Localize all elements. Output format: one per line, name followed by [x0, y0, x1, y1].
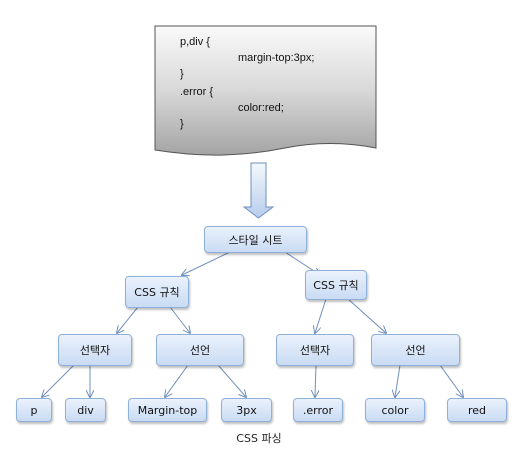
selector-right-node: 선택자 [276, 334, 354, 366]
edge-declaration-right-to-color [395, 364, 401, 397]
code-document-shape [154, 25, 377, 156]
leaf-red-node: red [447, 398, 507, 422]
stylesheet-root-node: 스타일 시트 [204, 226, 307, 253]
css-rule-left-node: CSS 규칙 [125, 276, 189, 308]
edge-rule-left-to-declaration [169, 306, 190, 333]
code-line-5: color:red; [238, 102, 284, 114]
edge-declaration-left-to-margin-top [165, 364, 189, 397]
declaration-right-node: 선언 [371, 334, 460, 366]
edge-selector-right-to-error [315, 364, 316, 397]
declaration-left-node: 선언 [156, 334, 244, 366]
edge-selector-left-to-p [42, 364, 75, 397]
down-arrow-icon [242, 162, 275, 219]
code-line-6: } [180, 118, 184, 130]
leaf-p-node: p [16, 398, 52, 422]
edge-root-to-rule-left [182, 251, 231, 275]
diagram-caption: CSS 파싱 [236, 432, 282, 445]
edge-rule-right-to-declaration [347, 298, 386, 333]
code-line-1: p,div { [180, 36, 210, 48]
leaf-div-node: div [65, 398, 106, 422]
leaf-margin-top-node: Margin-top [128, 398, 207, 422]
edge-declaration-left-to-3px [217, 364, 246, 397]
code-line-3: } [180, 68, 184, 80]
edge-rule-right-to-selector [315, 298, 327, 333]
code-line-4: .error { [180, 86, 214, 98]
leaf-color-node: color [365, 398, 425, 422]
leaf-error-node: .error [293, 398, 343, 422]
edge-declaration-right-to-red [439, 364, 463, 397]
selector-left-node: 선택자 [58, 334, 132, 366]
css-rule-right-node: CSS 규칙 [305, 270, 367, 300]
leaf-3px-node: 3px [221, 398, 272, 422]
edge-rule-left-to-selector [117, 306, 139, 333]
code-line-2: margin-top:3px; [238, 52, 315, 64]
